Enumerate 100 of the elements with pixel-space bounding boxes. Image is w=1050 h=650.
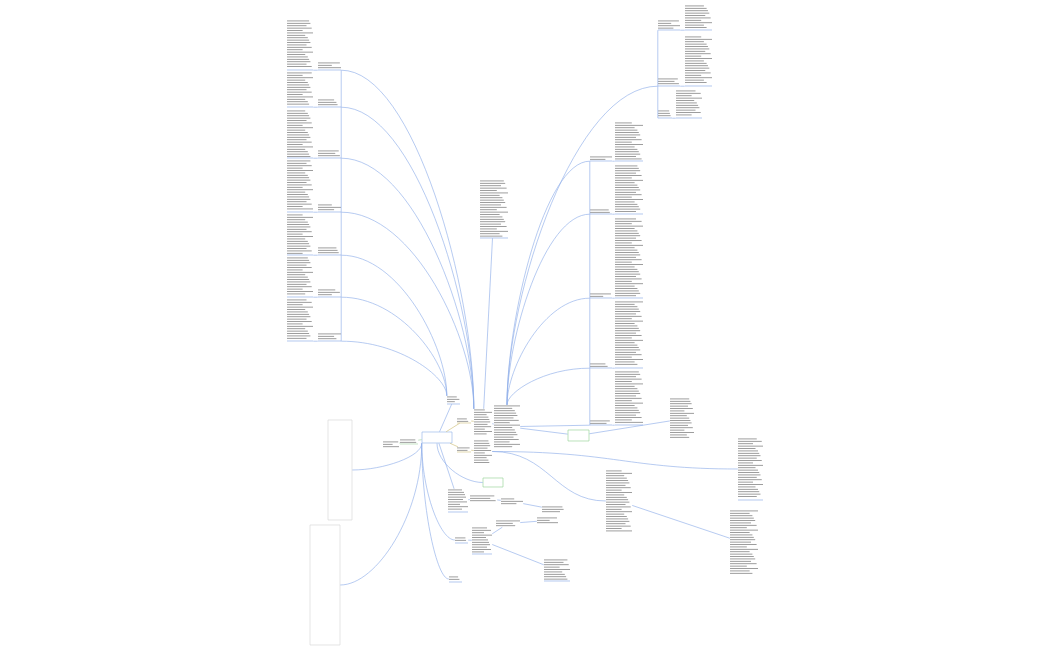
text-lines-drawing bbox=[501, 498, 523, 505]
text-lines-drawing bbox=[684, 36, 713, 87]
text-lines-drawing bbox=[730, 510, 758, 574]
text-lines-drawing bbox=[589, 156, 613, 162]
text-lines-drawing bbox=[383, 441, 399, 448]
connector-line bbox=[467, 539, 473, 541]
text-lines-drawing bbox=[454, 537, 469, 544]
connector-line bbox=[467, 499, 471, 500]
text-lines-drawing bbox=[317, 99, 342, 108]
connector-line bbox=[589, 367, 591, 426]
connector-line bbox=[312, 340, 319, 342]
text-lines-drawing bbox=[614, 122, 644, 162]
text-lines-drawing bbox=[537, 517, 558, 524]
text-lines-drawing bbox=[317, 204, 342, 213]
connector-line bbox=[657, 29, 659, 87]
connector-line bbox=[611, 297, 616, 299]
connector-line bbox=[589, 160, 591, 215]
text-lines-drawing bbox=[286, 214, 314, 256]
text-lines-drawing bbox=[496, 520, 520, 527]
text-lines-drawing bbox=[614, 371, 644, 426]
connector-line bbox=[483, 237, 493, 410]
connector-line bbox=[417, 439, 423, 441]
text-lines-drawing bbox=[286, 299, 314, 342]
text-lines-drawing bbox=[286, 20, 314, 71]
text-lines-drawing bbox=[606, 470, 632, 532]
connector-line bbox=[589, 213, 591, 299]
connector-line bbox=[506, 85, 659, 406]
outline-box bbox=[421, 431, 453, 444]
text-lines-drawing bbox=[317, 62, 342, 71]
connector-line bbox=[611, 367, 616, 369]
text-lines-drawing bbox=[286, 72, 314, 108]
connector-line bbox=[589, 297, 591, 369]
connector-line bbox=[340, 340, 448, 397]
connector-line bbox=[312, 69, 319, 71]
text-lines-drawing bbox=[657, 78, 681, 87]
connector-line bbox=[470, 449, 475, 451]
connector-line bbox=[519, 427, 569, 435]
connector-line bbox=[679, 85, 686, 87]
connector-line bbox=[611, 424, 616, 426]
connector-line bbox=[312, 254, 319, 256]
text-lines-drawing bbox=[494, 405, 520, 448]
connector-line bbox=[522, 503, 543, 508]
outline-box bbox=[482, 477, 504, 488]
text-lines-drawing bbox=[456, 418, 472, 424]
text-lines-drawing bbox=[317, 333, 342, 342]
text-lines-drawing bbox=[670, 398, 694, 438]
connector-line bbox=[438, 442, 455, 490]
connector-line bbox=[398, 442, 401, 444]
connector-line bbox=[611, 160, 616, 162]
connector-line bbox=[496, 499, 502, 501]
text-lines-drawing bbox=[684, 5, 713, 31]
text-lines-drawing bbox=[317, 247, 342, 256]
connector-line bbox=[312, 211, 319, 213]
text-lines-drawing bbox=[542, 506, 564, 513]
text-lines-drawing bbox=[614, 218, 644, 299]
text-lines-drawing bbox=[470, 495, 496, 502]
connector-line bbox=[657, 85, 659, 119]
text-lines-drawing bbox=[286, 110, 314, 159]
text-lines-drawing bbox=[317, 150, 342, 159]
connector-line bbox=[491, 544, 545, 566]
text-lines-drawing bbox=[447, 489, 469, 513]
connector-line bbox=[589, 420, 671, 435]
text-lines-drawing bbox=[737, 438, 764, 501]
outline-box bbox=[567, 429, 590, 442]
connector-line bbox=[312, 106, 319, 108]
connector-line bbox=[340, 211, 475, 410]
outline-box bbox=[309, 524, 341, 646]
connector-line bbox=[491, 423, 495, 425]
connector-line bbox=[611, 213, 616, 215]
text-lines-drawing bbox=[589, 363, 613, 369]
text-lines-drawing bbox=[286, 160, 314, 213]
connector-line bbox=[631, 505, 731, 539]
text-lines-drawing bbox=[474, 440, 492, 463]
connector-line bbox=[679, 29, 686, 31]
connector-line bbox=[340, 442, 423, 586]
text-lines-drawing bbox=[543, 559, 571, 582]
text-lines-drawing bbox=[399, 439, 419, 445]
text-lines-drawing bbox=[614, 301, 644, 369]
text-lines-drawing bbox=[589, 209, 613, 215]
connector-line bbox=[312, 296, 319, 298]
connector-line bbox=[340, 211, 342, 256]
text-lines-drawing bbox=[657, 110, 673, 119]
connector-line bbox=[519, 424, 591, 427]
connector-line bbox=[519, 521, 538, 523]
connector-line bbox=[340, 254, 342, 298]
connector-line bbox=[449, 442, 459, 448]
connector-line bbox=[436, 442, 484, 483]
connector-line bbox=[491, 451, 739, 470]
connector-line bbox=[439, 403, 452, 433]
text-lines-drawing bbox=[471, 527, 493, 555]
text-lines-drawing bbox=[589, 420, 613, 426]
text-lines-drawing bbox=[286, 257, 314, 298]
text-lines-drawing bbox=[446, 396, 461, 405]
text-lines-drawing bbox=[479, 180, 509, 239]
text-lines-drawing bbox=[448, 576, 463, 583]
connector-line bbox=[445, 422, 461, 433]
connector-line bbox=[340, 106, 342, 159]
text-lines-drawing bbox=[589, 293, 613, 299]
text-lines-drawing bbox=[456, 447, 472, 453]
connector-line bbox=[470, 420, 475, 422]
